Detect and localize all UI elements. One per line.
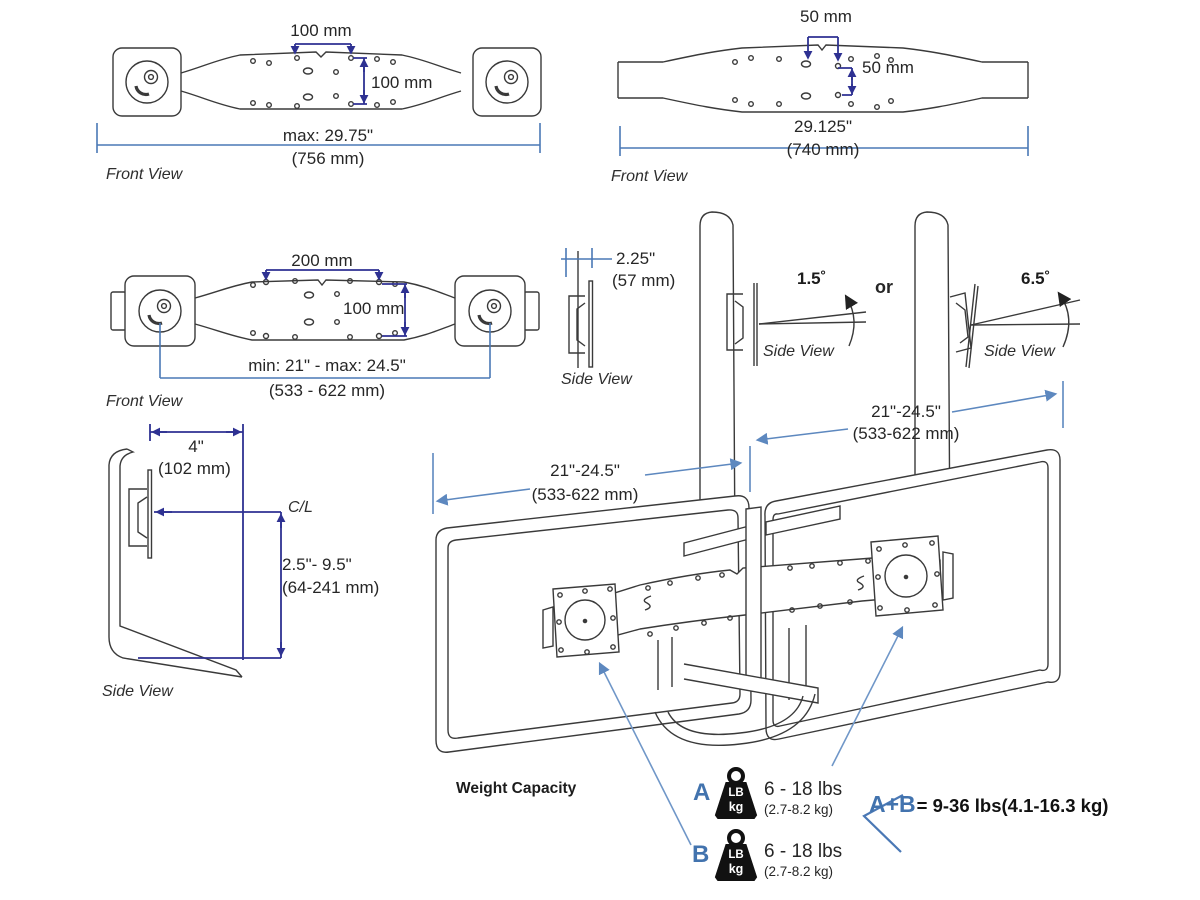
view-label: Front View — [106, 393, 183, 410]
upper-rail — [765, 505, 841, 536]
dim-slot-v-label: 50 mm — [862, 58, 914, 77]
weight-icon: LB kg — [712, 767, 760, 819]
dim-max-width-label: max: 29.75" — [282, 126, 374, 145]
front-view-minmax-range-dim — [159, 323, 491, 379]
tilt-angle-label: 6.5˚ — [1021, 269, 1051, 288]
weight-ring — [727, 767, 745, 785]
front-view-minmax-art — [110, 275, 540, 347]
combined-label: A+B — [869, 791, 916, 817]
dim-max-width-mm-label: (756 mm) — [291, 149, 365, 168]
dim-range-label: min: 21" - max: 24.5" — [248, 356, 406, 375]
weight-item-a-lbs: 6 - 18 lbs — [764, 779, 843, 800]
side-view-height-art — [108, 448, 243, 678]
front-view-max-art — [112, 47, 542, 117]
iso-dim-right-mm-label: (533-622 mm) — [852, 424, 960, 443]
mount-holes — [645, 558, 888, 637]
clip-mark — [643, 595, 652, 611]
dim-vesa-v-label: 100 mm — [343, 299, 405, 318]
front-view-max-width-dim — [96, 123, 541, 153]
pivot-icon — [485, 60, 529, 104]
view-label: Side View — [561, 371, 632, 388]
view-label: Front View — [106, 166, 183, 183]
view-label: Side View — [984, 343, 1055, 360]
side-view-height-dims — [138, 424, 286, 660]
vesa-plate — [870, 535, 944, 617]
front-view-minmax-vesa-dims — [261, 269, 410, 337]
mount-holes — [732, 53, 895, 110]
side-view-depth-art — [568, 251, 594, 368]
lower-rail — [683, 663, 819, 704]
weight-item-b-lbs: 6 - 18 lbs — [764, 841, 843, 862]
or-label: or — [875, 277, 893, 297]
weight-item-a-letter: A — [693, 779, 711, 806]
dim-vesa-h-label: 200 mm — [291, 251, 353, 270]
dim-width-label: 29.125" — [793, 117, 853, 136]
tilt-angle-label: 1.5˚ — [797, 269, 827, 288]
side-view-tilt-15-art — [699, 211, 867, 554]
front-view-max-vesa-dims — [290, 43, 369, 105]
center-pole — [745, 506, 762, 692]
weight-item-b-kg: (2.7-8.2 kg) — [764, 864, 834, 879]
side-view-depth-dim — [561, 248, 612, 277]
dim-height-range-mm-label: (64-241 mm) — [282, 578, 380, 597]
iso-dim-right-label: 21"-24.5" — [871, 402, 941, 421]
vesa-plate — [552, 583, 620, 658]
dim-depth-label: 2.25" — [616, 249, 656, 268]
dim-width-mm-label: (740 mm) — [786, 140, 860, 159]
iso-dims — [432, 381, 1064, 514]
weight-lb-text: LB — [728, 849, 744, 861]
dim-vesa-h-label: 100 mm — [290, 21, 352, 40]
front-view-740-art — [617, 44, 1029, 113]
view-label: Front View — [611, 168, 688, 185]
combined-weight-capacity: A+B = 9-36 lbs(4.1-16.3 kg) — [869, 791, 1108, 818]
weight-icon: LB kg — [712, 829, 760, 881]
side-view-tilt-65-art — [914, 211, 1081, 554]
front-view-740-width-dim — [619, 126, 1029, 156]
cable-hook — [654, 693, 816, 747]
dim-vesa-v-label: 100 mm — [371, 73, 433, 92]
weight-lb-text: LB — [728, 787, 744, 799]
front-view-740-slot-dims — [803, 36, 857, 96]
centerline-label: C/L — [288, 499, 313, 516]
weight-item-a-kg: (2.7-8.2 kg) — [764, 802, 834, 817]
combined-value: = 9-36 lbs(4.1-16.3 kg) — [916, 795, 1109, 816]
weight-capacity-title: Weight Capacity — [456, 780, 577, 797]
weight-kg-text: kg — [728, 799, 744, 814]
weight-ring — [727, 829, 745, 847]
dim-top-mm-label: (102 mm) — [158, 459, 231, 478]
mount-holes — [249, 278, 399, 341]
dim-range-mm-label: (533 - 622 mm) — [268, 381, 386, 400]
clip-mark — [856, 575, 865, 591]
view-label: Side View — [102, 683, 173, 700]
pivot-icon — [125, 60, 169, 104]
dim-height-range-label: 2.5"- 9.5" — [282, 555, 352, 574]
iso-dim-left-label: 21"-24.5" — [550, 461, 620, 480]
iso-dim-left-mm-label: (533-622 mm) — [531, 485, 639, 504]
combined-weight-connector — [862, 794, 904, 853]
weight-leader-lines — [598, 625, 904, 846]
view-label: Side View — [763, 343, 834, 360]
dim-depth-mm-label: (57 mm) — [612, 271, 676, 290]
mount-holes — [249, 55, 397, 109]
weight-item-b-letter: B — [692, 841, 710, 868]
dim-top-label: 4" — [188, 437, 204, 456]
dim-slot-h-label: 50 mm — [800, 7, 852, 26]
iso-view-art — [435, 449, 1061, 753]
weight-kg-text: kg — [728, 861, 744, 876]
